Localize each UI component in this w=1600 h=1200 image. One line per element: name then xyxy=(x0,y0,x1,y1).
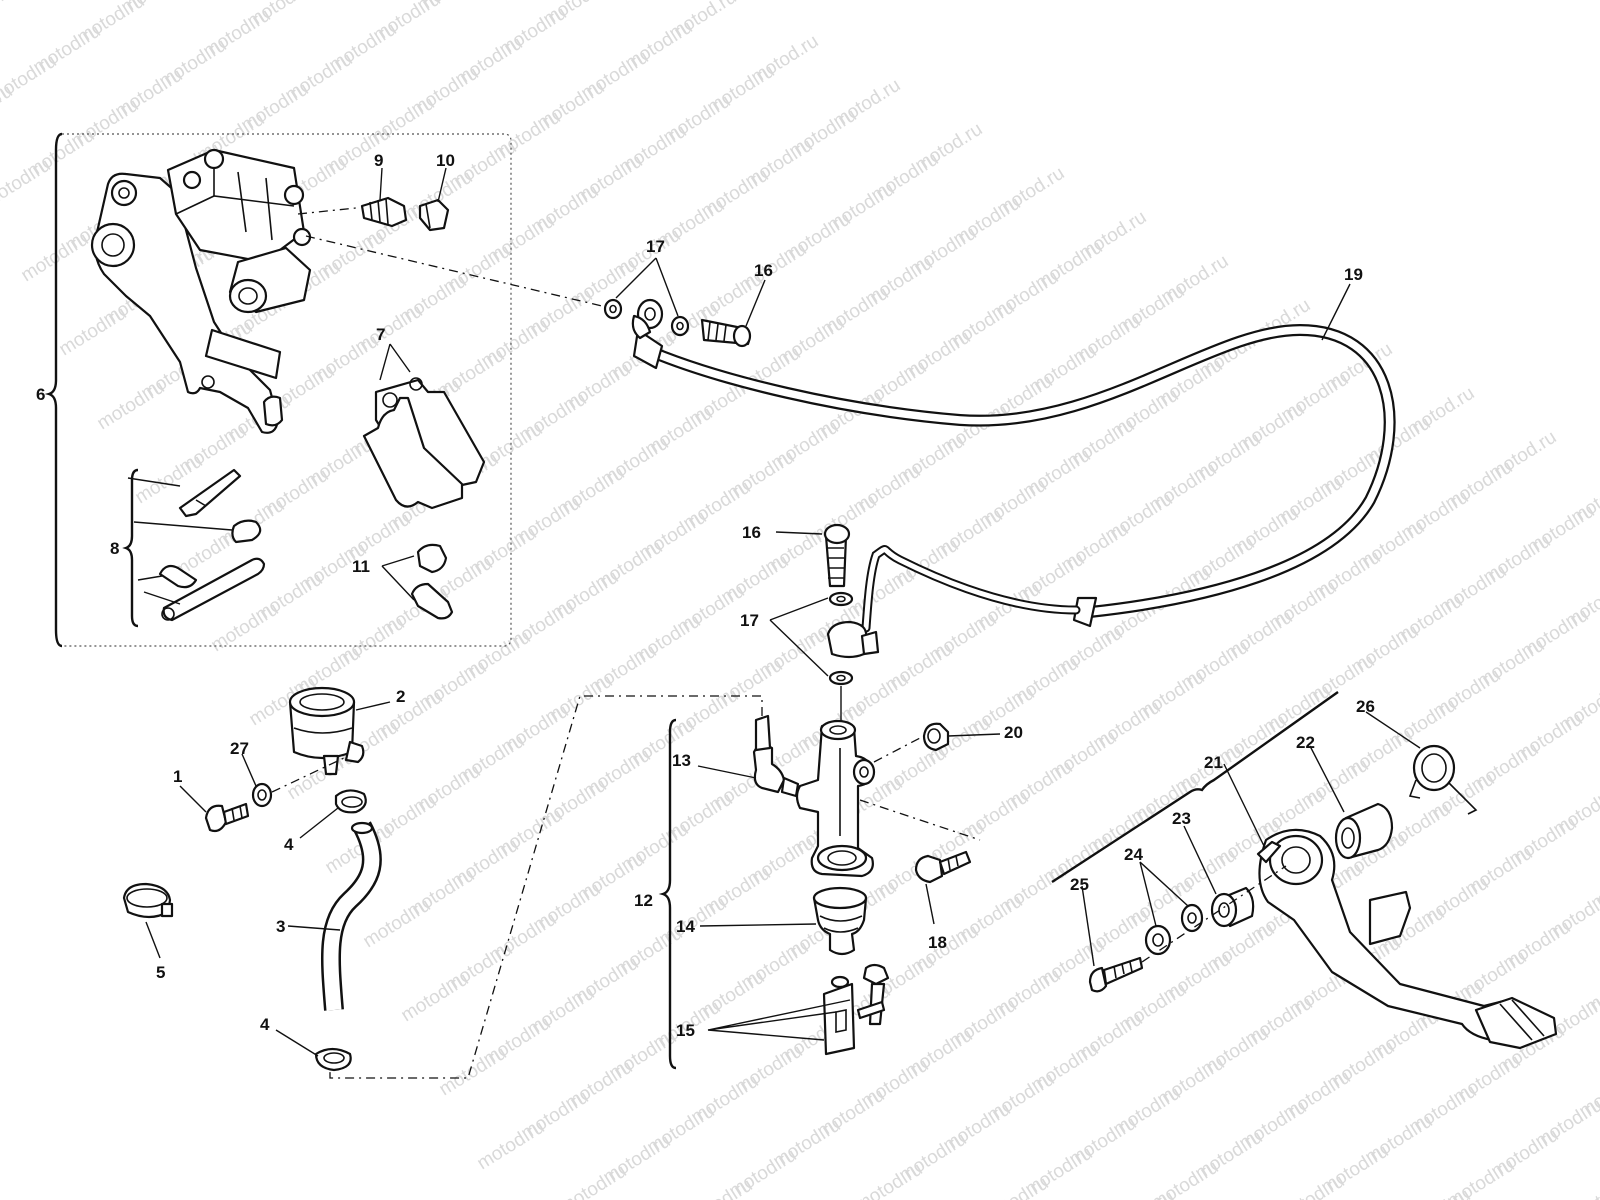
brace-12 xyxy=(658,718,677,1070)
pad-pins-clips-icon xyxy=(158,468,266,622)
watermark-text: motod.ru xyxy=(682,1175,757,1200)
callout-11: 11 xyxy=(352,557,370,576)
callout-13: 13 xyxy=(672,751,691,770)
callout-26: 26 xyxy=(1356,697,1375,716)
watermark-text: motod.ru xyxy=(360,895,435,953)
cap-nut-icon xyxy=(922,722,950,752)
callout-9: 9 xyxy=(374,151,383,170)
spare-clamp-icon xyxy=(122,882,174,919)
callout-25: 25 xyxy=(1070,875,1089,894)
callout-6: 6 xyxy=(36,385,45,404)
leader-lines xyxy=(127,167,1421,1057)
callout-8: 8 xyxy=(110,539,119,558)
assembly-line-reservoir-hose xyxy=(329,695,763,1079)
callout-16-top: 16 xyxy=(754,261,773,280)
watermark-text: motod.ru xyxy=(208,599,283,657)
callout-23: 23 xyxy=(1172,809,1191,828)
callout-17-lower: 17 xyxy=(740,611,759,630)
mounting-bolt-icon xyxy=(914,850,972,884)
pivot-bushing-icon xyxy=(1334,802,1394,860)
brake-hose-icon xyxy=(631,314,1396,633)
assembly-line-caliper-hose xyxy=(305,235,603,307)
watermark-text: motod.ru xyxy=(436,1043,511,1101)
callout-20: 20 xyxy=(1004,723,1023,742)
callout-5: 5 xyxy=(156,963,165,982)
bleed-screw-icon xyxy=(360,196,408,228)
fluid-reservoir-icon xyxy=(288,686,365,776)
watermark-text: motod.ru xyxy=(474,1117,549,1175)
assembly-line-18 xyxy=(859,799,981,841)
callout-17-top: 17 xyxy=(646,237,665,256)
watermark-text: motod.ru xyxy=(852,1159,927,1200)
callout-2: 2 xyxy=(396,687,405,706)
watermark-text: motod.ru xyxy=(56,303,131,361)
callout-10: 10 xyxy=(436,151,455,170)
callout-7: 7 xyxy=(376,325,385,344)
watermark-text: motod.ru xyxy=(1400,1185,1475,1200)
callout-22: 22 xyxy=(1296,733,1315,752)
callout-14: 14 xyxy=(676,917,695,936)
caliper-group-box xyxy=(62,133,512,647)
callout-19: 19 xyxy=(1344,265,1363,284)
assembly-line-1 xyxy=(271,757,345,793)
hose-clamp-lower-icon xyxy=(314,1047,352,1072)
master-cylinder-icon xyxy=(795,719,876,878)
pin-bushings-icon xyxy=(410,543,454,620)
callout-4-lower: 4 xyxy=(260,1015,270,1034)
assembly-line-pivot xyxy=(1141,865,1287,963)
callout-12: 12 xyxy=(634,891,653,910)
pivot-bolt-icon xyxy=(1088,956,1144,993)
callout-21: 21 xyxy=(1204,753,1223,772)
callout-24: 24 xyxy=(1124,845,1143,864)
reservoir-bolt-icon xyxy=(204,782,273,833)
pedal-washers-icon xyxy=(1144,903,1204,956)
hose-clamp-upper-icon xyxy=(334,789,367,814)
lower-banjo-fitting-icon xyxy=(823,523,880,686)
watermark-text: motod.ru xyxy=(556,1161,631,1200)
assembly-line-20 xyxy=(873,737,921,763)
pedal-spacer-icon xyxy=(1210,886,1255,928)
watermark-text: motod.ru xyxy=(1570,1169,1600,1200)
hose-fitting-icon xyxy=(752,714,800,798)
callout-4-upper: 4 xyxy=(284,835,294,854)
watermark-text: motod.ru xyxy=(0,0,22,34)
callout-labels: 1 2 3 4 4 5 6 7 8 9 10 11 12 13 14 15 16… xyxy=(36,151,1375,1040)
watermark-text: motod.ru xyxy=(1104,1187,1179,1200)
brake-pads-icon xyxy=(362,377,486,510)
return-spring-icon xyxy=(1408,744,1478,815)
watermark-text: motod.ru xyxy=(398,969,473,1027)
reservoir-hose-icon xyxy=(320,821,382,1011)
callout-27: 27 xyxy=(230,739,249,758)
brake-caliper-icon xyxy=(90,148,312,434)
callout-1: 1 xyxy=(173,767,182,786)
callout-18: 18 xyxy=(928,933,947,952)
brace-6 xyxy=(44,132,63,648)
brace-21 xyxy=(1051,691,1339,884)
watermark-text: motod.ru xyxy=(94,377,169,435)
bleed-cap-icon xyxy=(418,198,450,232)
dust-boot-icon xyxy=(812,886,868,956)
watermark-text: motod.ru xyxy=(978,1173,1053,1200)
brace-8 xyxy=(122,468,139,628)
watermark-text: motod.ru xyxy=(1274,1171,1349,1200)
assembly-line-9 xyxy=(297,207,357,215)
callout-3: 3 xyxy=(276,917,285,936)
brake-pedal-icon xyxy=(1256,828,1558,1050)
clevis-pin-icon xyxy=(822,963,890,1056)
callout-15: 15 xyxy=(676,1021,695,1040)
callout-16-lower: 16 xyxy=(742,523,761,542)
